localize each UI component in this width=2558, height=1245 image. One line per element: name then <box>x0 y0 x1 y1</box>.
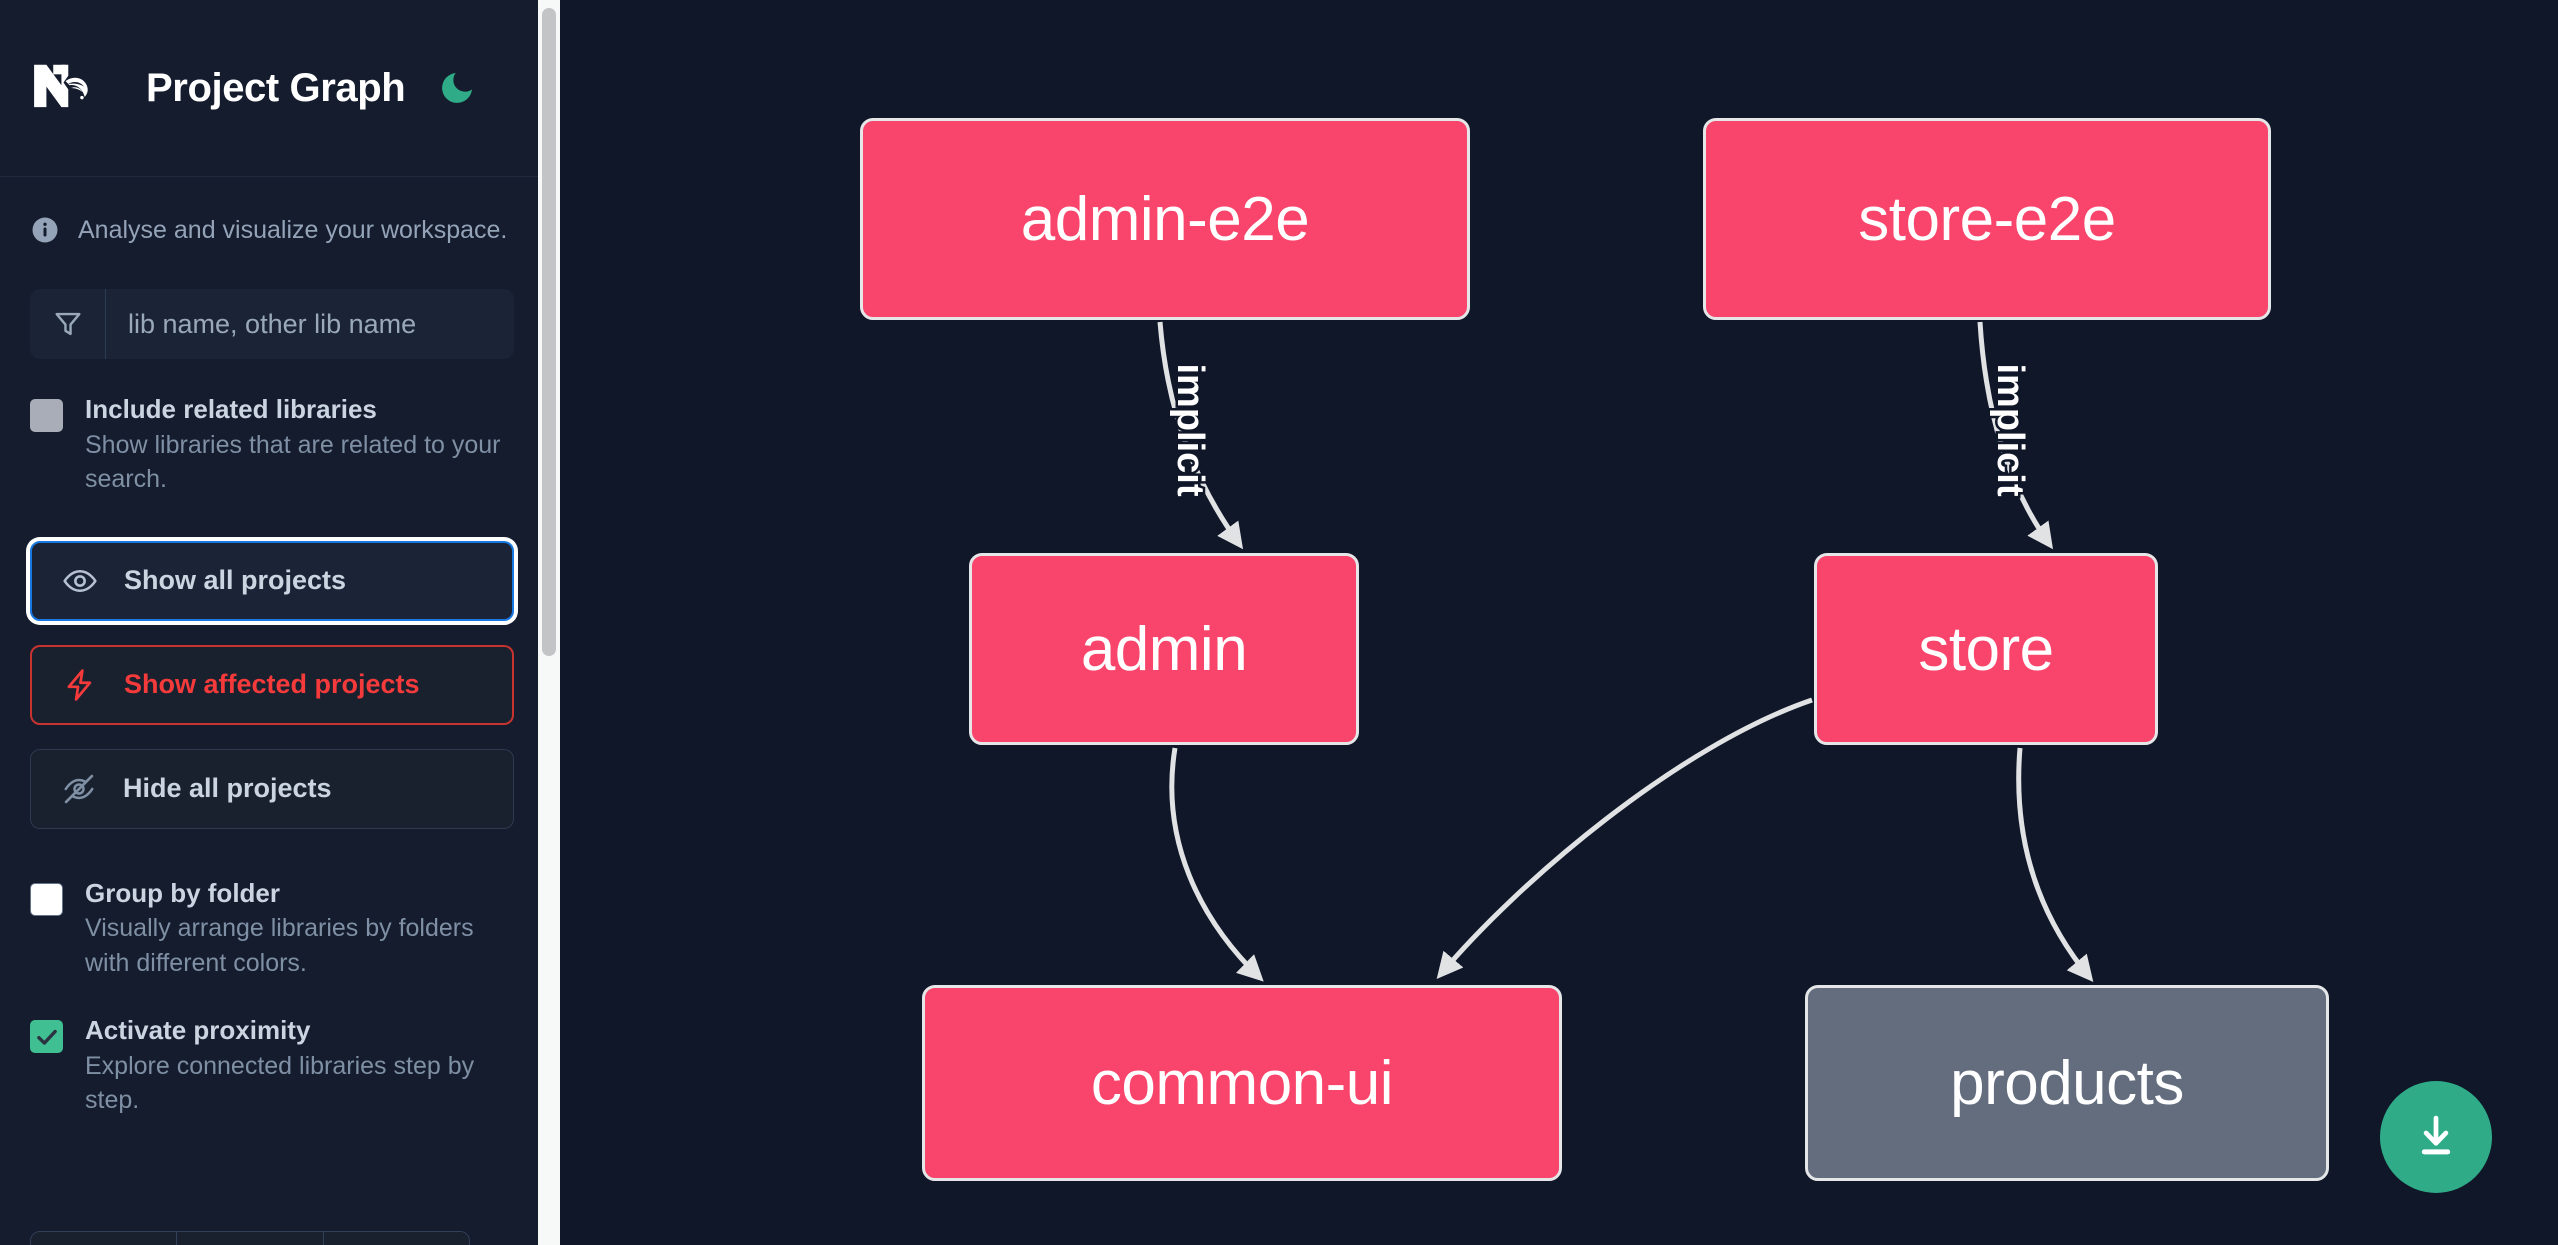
sidebar-scrollbar-thumb[interactable] <box>542 8 556 656</box>
graph-node-common-ui[interactable]: common-ui <box>922 985 1562 1181</box>
search-box[interactable] <box>30 289 514 359</box>
node-label: admin-e2e <box>1020 184 1310 254</box>
node-label: store-e2e <box>1858 184 2116 254</box>
edge-label-implicit-admin: implicit <box>1167 361 1214 499</box>
checkbox-include-related-libraries[interactable] <box>30 399 63 432</box>
sidebar: Project Graph Analyse and visualize your… <box>0 0 560 1245</box>
show-all-projects-button[interactable]: Show all projects <box>30 540 514 621</box>
checkbox-group-by-folder[interactable] <box>30 882 63 916</box>
show-affected-projects-label: Show affected projects <box>124 669 420 699</box>
graph-edges: implicit implicit <box>1157 321 2094 983</box>
sidebar-scrollbar[interactable] <box>538 0 560 1245</box>
check-icon <box>36 1029 57 1045</box>
segment-2[interactable] <box>177 1232 324 1245</box>
edge-label-implicit-store: implicit <box>1987 361 2034 499</box>
tagline: Analyse and visualize your workspace. <box>0 177 544 245</box>
edge-label-text: implicit <box>1989 363 2031 496</box>
search-input[interactable] <box>106 289 514 359</box>
option-description: Show libraries that are related to your … <box>85 430 501 494</box>
download-icon <box>2421 1115 2451 1155</box>
hide-all-projects-button[interactable]: Hide all projects <box>30 748 514 829</box>
graph-canvas[interactable]: implicit implicit admin-e2e store-e2e ad… <box>560 0 2558 1245</box>
option-description: Visually arrange libraries by folders wi… <box>85 914 474 977</box>
eye-icon <box>60 561 100 601</box>
edge-label-text: implicit <box>1169 363 1211 496</box>
sidebar-header: Project Graph <box>0 0 544 177</box>
tagline-text: Analyse and visualize your workspace. <box>78 215 508 244</box>
node-label: store <box>1918 614 2054 684</box>
option-include-related-libraries[interactable]: Include related libraries Show libraries… <box>30 393 514 497</box>
edge-store-e2e-store <box>1977 321 2054 550</box>
graph-node-store[interactable]: store <box>1814 553 2158 745</box>
graph-node-admin-e2e[interactable]: admin-e2e <box>860 118 1470 320</box>
node-label: admin <box>1080 614 1248 684</box>
download-button[interactable] <box>2380 1081 2492 1193</box>
nx-logo <box>30 60 112 116</box>
segment-3[interactable] <box>323 1232 469 1245</box>
segmented-control-partial[interactable] <box>30 1231 470 1245</box>
edge-store-common-ui <box>1436 697 1813 979</box>
option-label: Activate proximity <box>85 1015 311 1045</box>
edge-admin-common-ui <box>1169 747 1264 982</box>
filter-icon <box>30 289 106 359</box>
show-all-projects-label: Show all projects <box>124 565 347 595</box>
visibility-button-group: Show all projects Show affected projects <box>30 540 514 829</box>
graph-node-products[interactable]: products <box>1805 985 2329 1181</box>
page-title: Project Graph <box>146 65 406 110</box>
eye-off-icon <box>59 769 99 809</box>
show-affected-projects-button[interactable]: Show affected projects <box>30 644 514 725</box>
option-activate-proximity[interactable]: Activate proximity Explore connected lib… <box>30 1014 514 1118</box>
node-label: common-ui <box>1090 1048 1394 1118</box>
moon-icon[interactable] <box>435 66 479 110</box>
checkbox-activate-proximity[interactable] <box>30 1020 63 1053</box>
node-label: products <box>1950 1048 2184 1118</box>
lightning-icon <box>60 665 100 705</box>
option-group-by-folder[interactable]: Group by folder Visually arrange librari… <box>30 877 514 981</box>
info-icon <box>30 215 60 245</box>
edge-admin-e2e-admin <box>1157 321 1244 550</box>
option-label: Include related libraries <box>85 394 377 424</box>
option-label: Group by folder <box>85 877 280 908</box>
graph-node-admin[interactable]: admin <box>969 553 1359 745</box>
segment-1[interactable] <box>31 1232 178 1245</box>
option-description: Explore connected libraries step by step… <box>85 1051 475 1115</box>
hide-all-projects-label: Hide all projects <box>123 773 332 803</box>
graph-node-store-e2e[interactable]: store-e2e <box>1703 118 2271 320</box>
edge-store-products <box>2016 747 2094 983</box>
